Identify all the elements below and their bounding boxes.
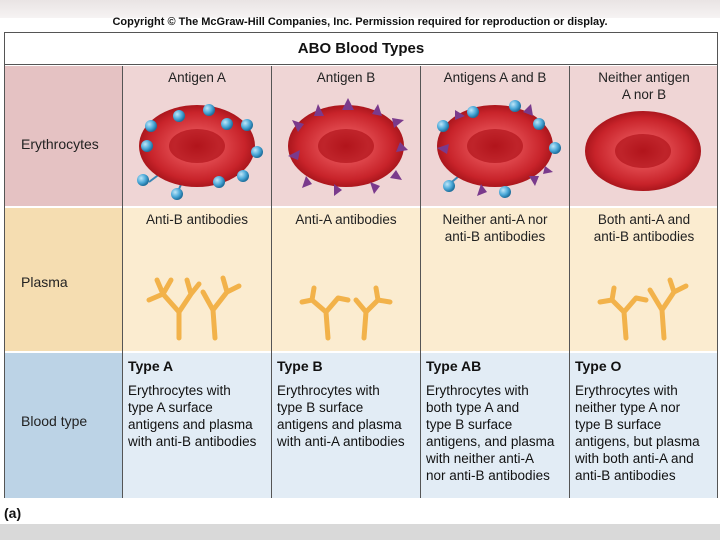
column-type-ab: Antigens A and B (421, 66, 569, 498)
description-line: type B surface (575, 416, 717, 433)
anti-b-antibody-illustration (143, 272, 253, 342)
rbc-antigens-a-b-illustration (427, 90, 563, 202)
description-line: anti-B antibodies (575, 467, 717, 484)
row-label-blood-type: Blood type (21, 413, 87, 429)
description-line: type B surface (426, 416, 568, 433)
plasma-heading-line: Neither anti-A nor (421, 211, 569, 228)
row-label-erythrocytes: Erythrocytes (21, 136, 99, 152)
description-line: with neither anti-A (426, 450, 568, 467)
plasma-heading: Anti-A antibodies (272, 211, 420, 228)
figure-title: ABO Blood Types (5, 33, 717, 65)
antigen-heading-line: A nor B (570, 86, 718, 103)
description-line: antigens, but plasma (575, 433, 717, 450)
description-line: neither type A nor (575, 399, 717, 416)
type-name: Type AB (426, 358, 481, 374)
description-line: Erythrocytes with (277, 382, 419, 399)
anti-a-and-anti-b-antibody-illustration (590, 276, 700, 342)
description-line: Erythrocytes with (426, 382, 568, 399)
description-line: type A surface (128, 399, 270, 416)
plasma-heading-line: Both anti-A and (570, 211, 718, 228)
copyright-notice: Copyright © The McGraw-Hill Companies, I… (0, 16, 720, 28)
antigen-heading-line: Neither antigen (570, 69, 718, 86)
bottom-band (0, 524, 720, 540)
antigen-heading: Antigens A and B (421, 69, 569, 86)
description-line: with both anti-A and (575, 450, 717, 467)
type-name: Type B (277, 358, 323, 374)
description-line: antigens, and plasma (426, 433, 568, 450)
type-description: Erythrocytes with neither type A nor typ… (575, 382, 717, 484)
description-line: with anti-A antibodies (277, 433, 419, 450)
rbc-no-antigen-illustration (578, 106, 708, 196)
description-line: nor anti-B antibodies (426, 467, 568, 484)
column-type-b: Antigen B Anti-A antibodies (272, 66, 420, 498)
figure-label: (a) (4, 505, 21, 521)
description-line: Erythrocytes with (575, 382, 717, 399)
row-label-plasma: Plasma (21, 274, 68, 290)
antigen-heading: Antigen A (123, 69, 271, 86)
plasma-heading-line: anti-B antibodies (421, 228, 569, 245)
type-description: Erythrocytes with type A surface antigen… (128, 382, 270, 450)
plasma-heading: Neither anti-A nor anti-B antibodies (421, 211, 569, 245)
description-line: type B surface (277, 399, 419, 416)
column-type-o: Neither antigen A nor B Both anti-A and … (570, 66, 718, 498)
description-line: Erythrocytes with (128, 382, 270, 399)
antigen-heading: Antigen B (272, 69, 420, 86)
plasma-heading: Anti-B antibodies (123, 211, 271, 228)
plasma-heading-line: anti-B antibodies (570, 228, 718, 245)
type-description: Erythrocytes with both type A and type B… (426, 382, 568, 484)
antigen-heading: Neither antigen A nor B (570, 69, 718, 103)
type-name: Type O (575, 358, 621, 374)
type-name: Type A (128, 358, 173, 374)
anti-a-antibody-illustration (292, 282, 402, 342)
description-line: both type A and (426, 399, 568, 416)
rbc-antigen-a-illustration (129, 90, 265, 202)
type-description: Erythrocytes with type B surface antigen… (277, 382, 419, 450)
description-line: antigens and plasma (277, 416, 419, 433)
column-type-a: Antigen A (123, 66, 271, 498)
description-line: with anti-B antibodies (128, 433, 270, 450)
plasma-heading: Both anti-A and anti-B antibodies (570, 211, 718, 245)
description-line: antigens and plasma (128, 416, 270, 433)
abo-figure: ABO Blood Types Erythrocytes Plasma Bloo… (4, 32, 718, 498)
rbc-antigen-b-illustration (278, 90, 414, 202)
